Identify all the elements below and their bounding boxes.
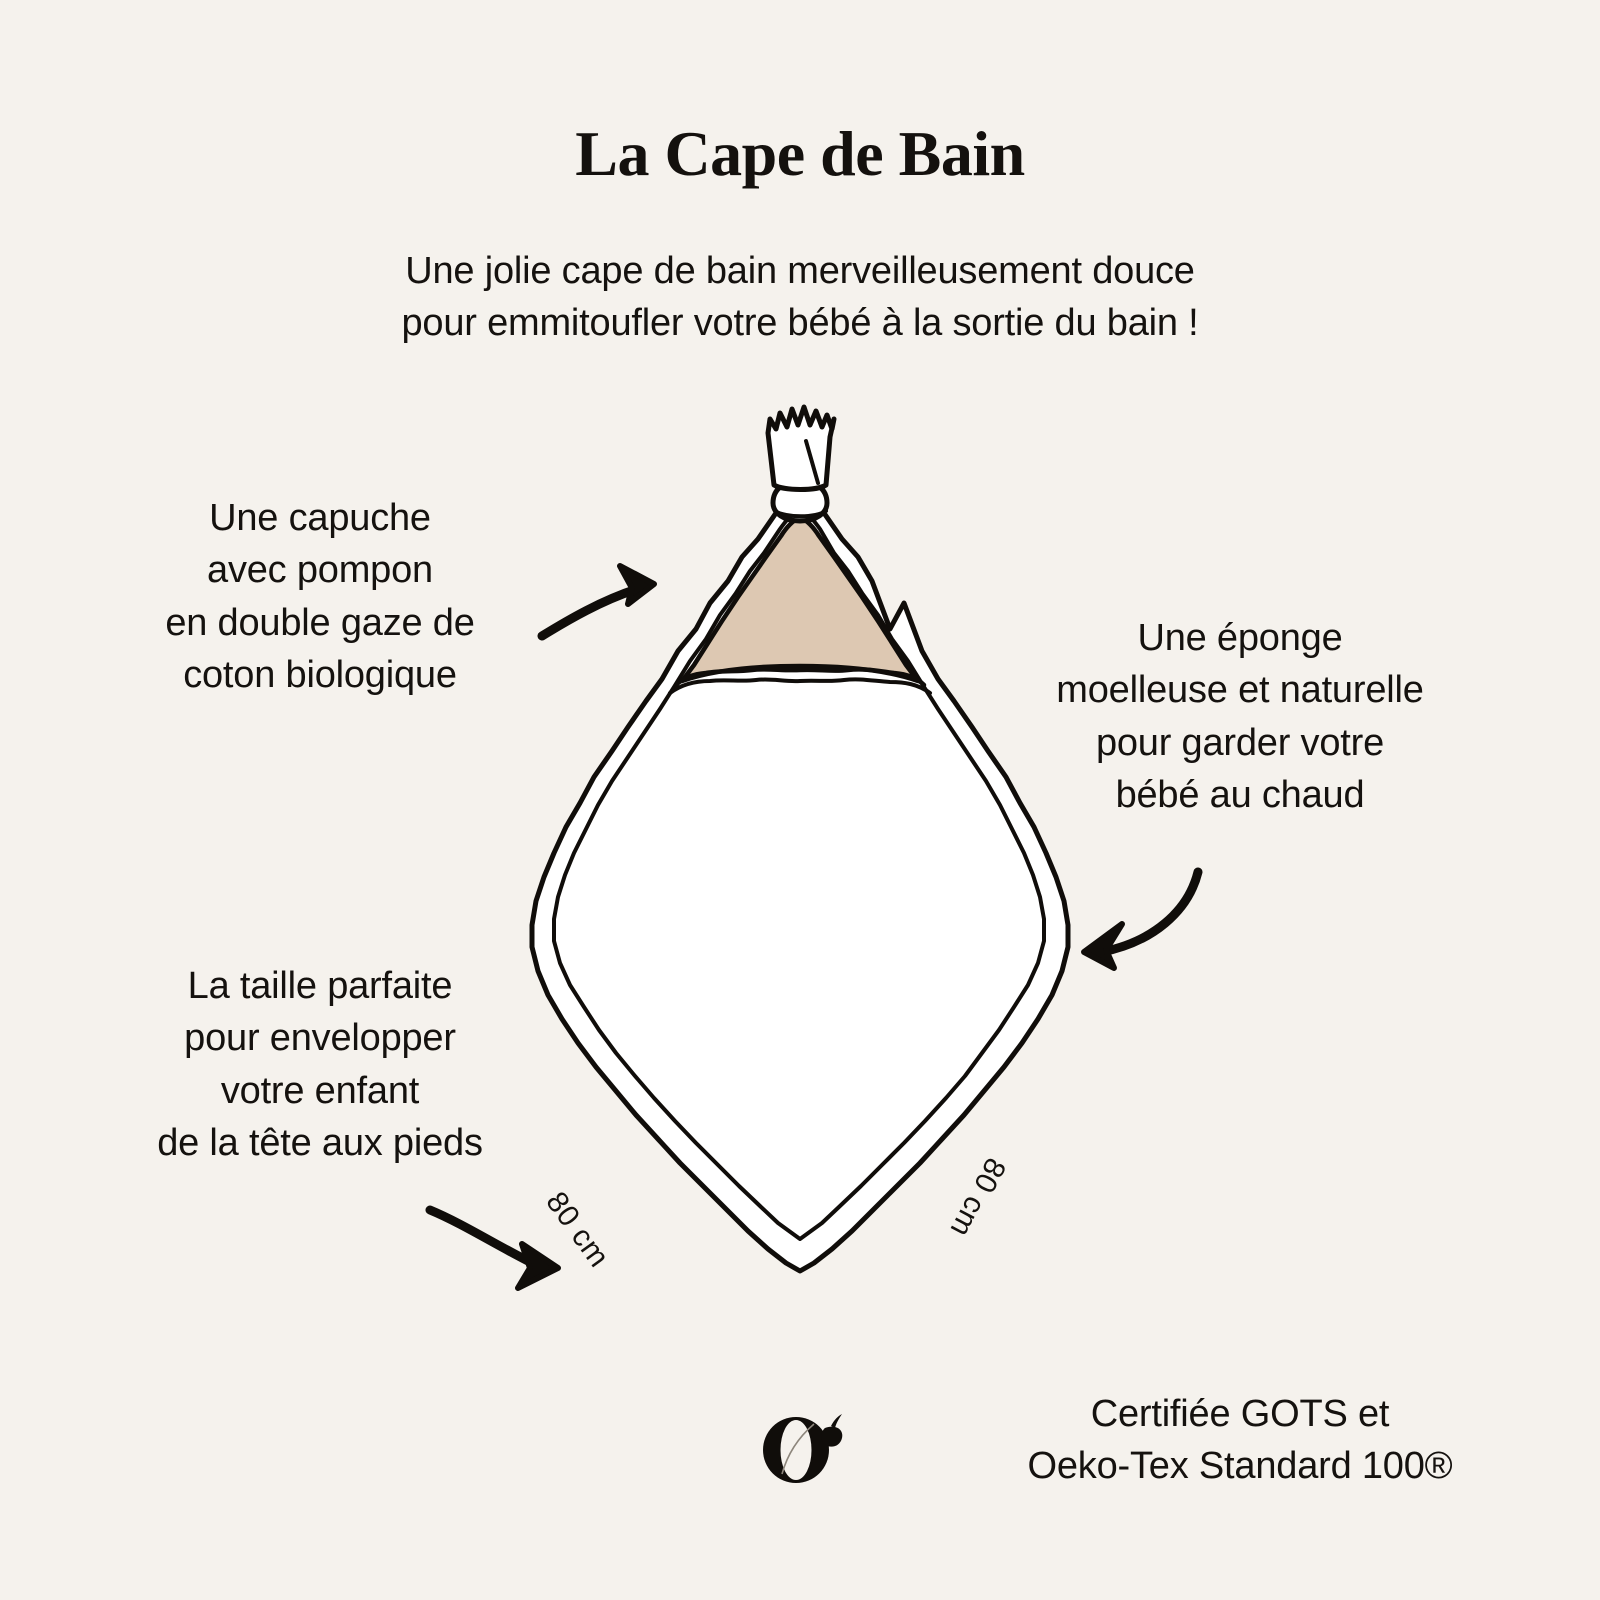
curved-arrow-down-left-icon — [1048, 858, 1218, 973]
certification-text: Certifiée GOTS et Oeko-Tex Standard 100® — [1027, 1393, 1453, 1488]
towel-inner-outline — [552, 509, 1046, 1241]
cape-drawing-svg — [529, 404, 1071, 1274]
hood-triangle-fabric — [679, 514, 921, 684]
hood-hem-scallop — [673, 667, 927, 688]
towel-outer-outline — [529, 490, 1071, 1274]
hooded-bath-cape-illustration — [470, 385, 1130, 1355]
annotation-sponge: Une éponge moelleuse et naturelle pour g… — [1056, 617, 1424, 817]
pompon-tassel — [765, 404, 837, 492]
brand-o-monogram-icon — [752, 1398, 852, 1488]
curved-arrow-right-down-icon — [418, 1188, 588, 1303]
pompon-fold-line — [804, 439, 820, 485]
annotation-hood: Une capuche avec pompon en double gaze d… — [165, 497, 475, 697]
hood-gather-crease — [773, 509, 828, 519]
annotation-size: La taille parfaite pour envelopper votre… — [157, 965, 483, 1165]
page-title: La Cape de Bain — [575, 118, 1025, 189]
page-subtitle: Une jolie cape de bain merveilleusement … — [401, 250, 1199, 345]
hood-hem-scallop-inner — [668, 677, 932, 695]
curved-arrow-right-icon — [536, 548, 691, 643]
